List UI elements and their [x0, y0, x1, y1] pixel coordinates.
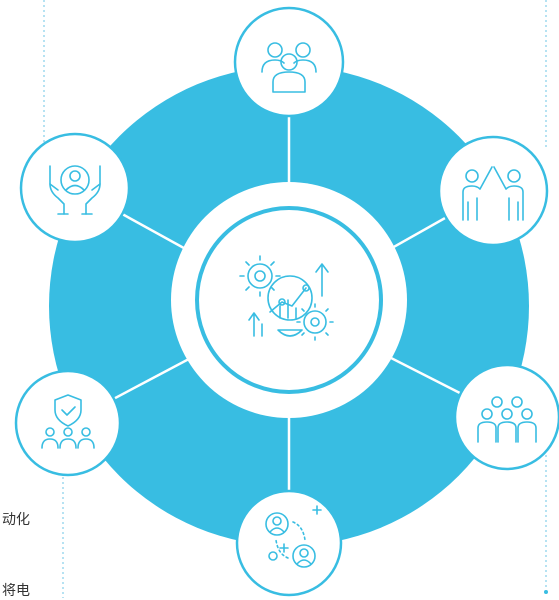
node-bottom[interactable]: [235, 489, 343, 597]
node-lower-left[interactable]: [14, 369, 122, 477]
node-upper-left[interactable]: [19, 132, 131, 244]
team-crowd-icon: [477, 396, 537, 443]
clipped-text-line-2: 将电: [2, 583, 30, 599]
team-group-icon: [261, 42, 317, 93]
clipped-text-line-1: 动化: [2, 512, 30, 528]
hands-supporting-person-icon: [49, 165, 101, 215]
node-lower-right[interactable]: [453, 363, 559, 471]
node-top[interactable]: [233, 6, 345, 118]
node-upper-right[interactable]: [437, 135, 549, 247]
dot-marker: [544, 590, 548, 594]
hub-inner-circle: [195, 206, 383, 394]
shield-team-protection-icon: [41, 394, 95, 449]
high-five-collaboration-icon: [462, 166, 524, 221]
user-exchange-icon: [265, 505, 322, 568]
growth-gears-chart-icon: [239, 255, 334, 341]
